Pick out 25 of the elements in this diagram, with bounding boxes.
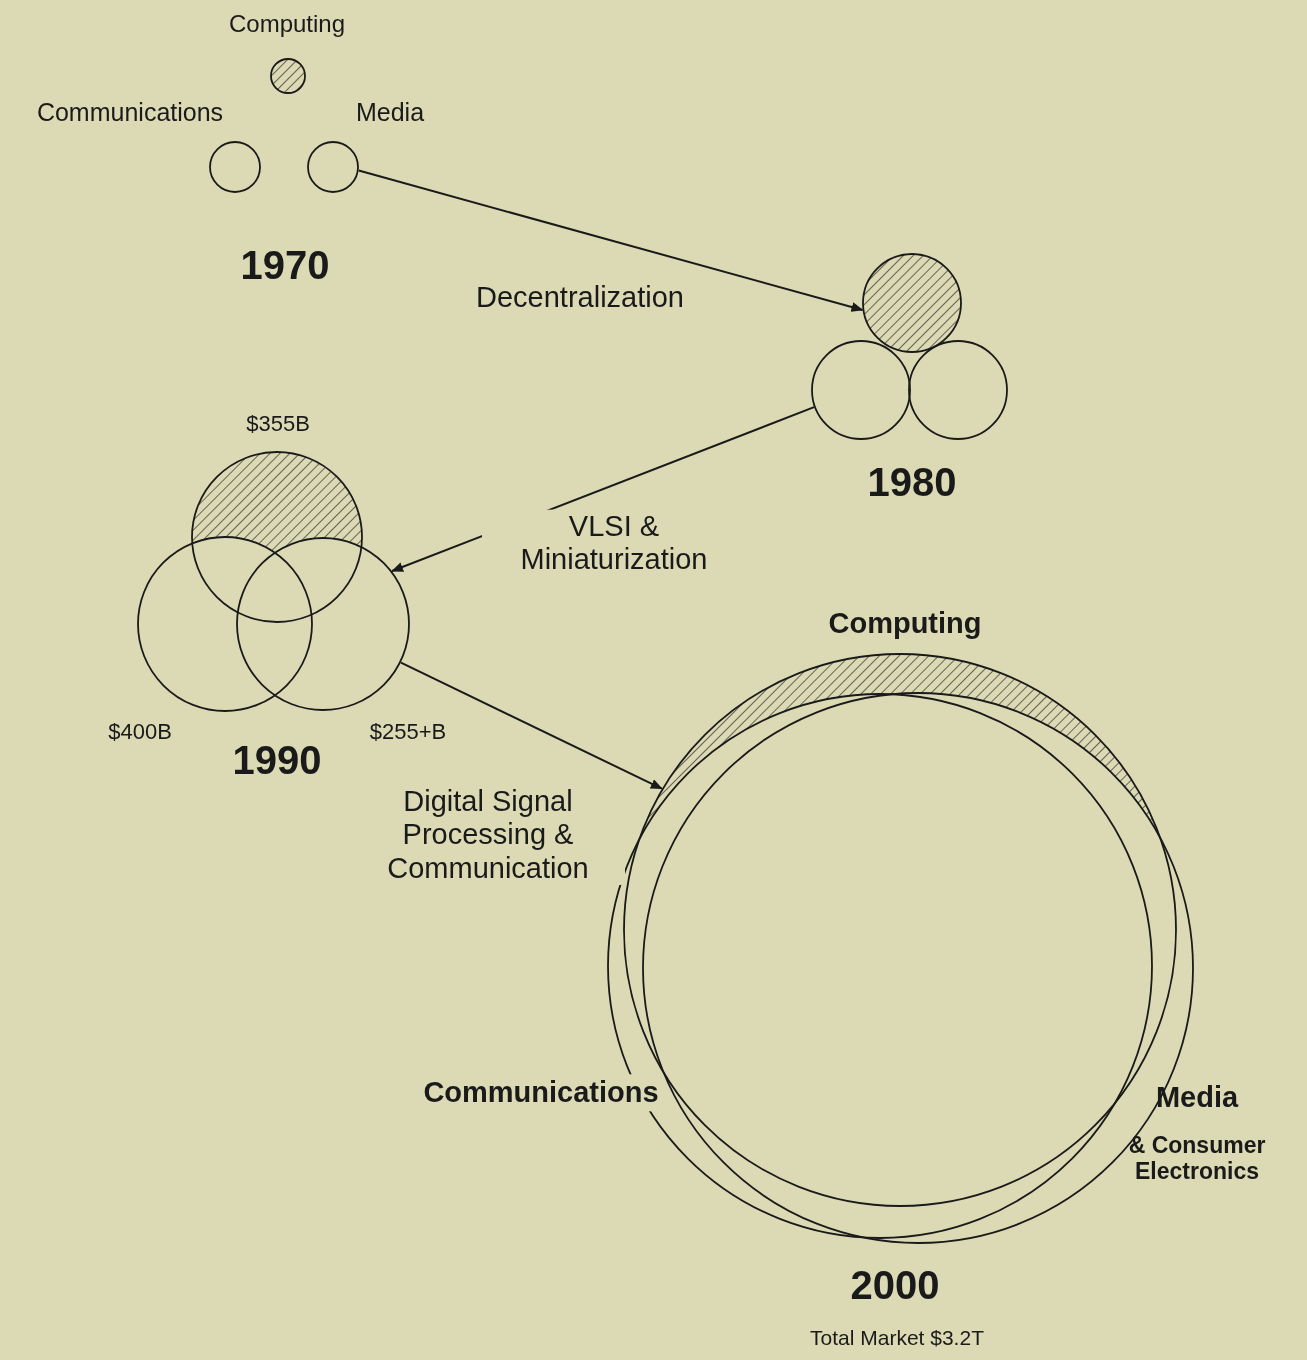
circle-label: Communications: [36, 97, 224, 127]
circle-label: & Consumer Electronics: [1127, 1131, 1267, 1185]
circle: [137, 536, 313, 712]
circle-label: $255+B: [369, 719, 447, 745]
circle-label: Media: [355, 97, 425, 127]
arrow: [357, 169, 864, 312]
year-label: 1980: [867, 459, 957, 505]
circle: [209, 141, 261, 193]
circle-label: $400B: [108, 719, 172, 745]
year-label: 1970: [240, 242, 330, 288]
circle: [908, 340, 1008, 440]
circle: [236, 537, 410, 711]
circle: [811, 340, 911, 440]
year-label: 1990: [232, 737, 322, 783]
circle: [307, 141, 359, 193]
year-label: 2000: [850, 1262, 940, 1308]
note-text: Total Market $3.2T: [810, 1325, 984, 1351]
arrow: [400, 661, 663, 790]
circle-label: Computing: [828, 607, 982, 641]
circle-label: $355B: [246, 411, 310, 437]
hatched-circle: [191, 451, 363, 623]
circle-label: Media: [1155, 1081, 1239, 1115]
hatched-circle: [270, 58, 306, 94]
hatched-circle: [862, 253, 962, 353]
circle-label: Computing: [228, 10, 346, 38]
